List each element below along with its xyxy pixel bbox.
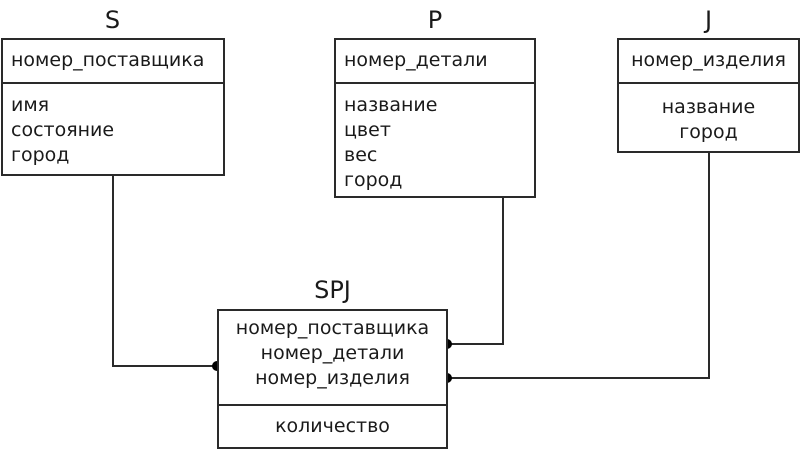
entity-p-key-section: номер_детали: [336, 40, 534, 84]
entity-j-title: J: [704, 6, 713, 34]
entity-spj-key-section: номер_поставщика номер_детали номер_изде…: [219, 311, 446, 406]
connector-s-spj: [112, 175, 217, 367]
entity-p-attributes: название цвет вес город: [336, 93, 534, 193]
entity-p-attr: город: [344, 169, 403, 191]
entity-s-attr: имя: [11, 94, 50, 116]
entity-spj-title: SPJ: [314, 276, 351, 304]
entity-p-attr: цвет: [344, 119, 391, 141]
entity-p-key: номер_детали: [344, 49, 488, 71]
entity-spj[interactable]: номер_поставщика номер_детали номер_изде…: [217, 309, 448, 449]
entity-p-attr: название: [344, 94, 438, 116]
entity-spj-key: номер_изделия: [255, 367, 410, 389]
entity-p[interactable]: номер_детали название цвет вес город: [334, 38, 536, 198]
entity-p-attr: вес: [344, 144, 378, 166]
connector-p-spj: [447, 197, 504, 345]
entity-j-key: номер_изделия: [631, 49, 786, 71]
entity-s-title: S: [104, 6, 121, 34]
entity-spj-key: номер_поставщика: [235, 317, 430, 339]
entity-j-attr: название: [661, 96, 756, 118]
connector-j-spj: [447, 152, 710, 379]
entity-s[interactable]: номер_поставщика имя состояние город: [1, 38, 225, 176]
entity-p-title: P: [427, 6, 443, 34]
entity-j-key-section: номер_изделия: [619, 40, 798, 84]
entity-j-attributes: название город: [619, 95, 798, 145]
entity-s-key-section: номер_поставщика: [3, 40, 223, 84]
entity-spj-key: номер_детали: [260, 342, 405, 364]
entity-spj-attributes: количество: [219, 414, 446, 439]
entity-s-attr: город: [11, 144, 70, 166]
entity-s-attr: состояние: [11, 119, 115, 141]
entity-j[interactable]: номер_изделия название город: [617, 38, 800, 153]
entity-s-attributes: имя состояние город: [3, 93, 223, 168]
entity-j-attr: город: [679, 121, 738, 143]
entity-spj-attr: количество: [275, 415, 390, 437]
entity-s-key: номер_поставщика: [11, 49, 205, 71]
